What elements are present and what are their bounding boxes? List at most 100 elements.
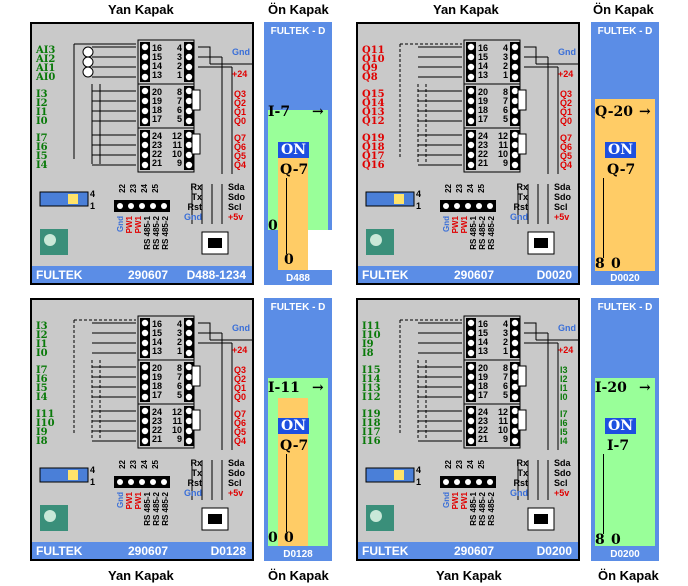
- front-bottom: 8: [595, 256, 605, 272]
- terminal-label: I3: [36, 89, 48, 100]
- terminal-screw: [511, 349, 519, 357]
- pin-number: 23: [478, 416, 489, 426]
- rj-pin-number: 25: [151, 460, 160, 469]
- mini-tab-4: 4: [416, 189, 422, 199]
- terminal-screw: [467, 87, 475, 95]
- terminal-label: Q12: [362, 116, 385, 127]
- terminal-label: I11: [362, 321, 381, 332]
- pin-number: 8: [502, 363, 508, 373]
- terminal-label: Q17: [362, 151, 385, 162]
- pin-number: 22: [152, 149, 163, 159]
- pin-number: 24: [152, 131, 163, 141]
- terminal-block: [140, 318, 150, 358]
- terminal-screw: [185, 349, 193, 357]
- terminal-label: I9: [36, 427, 48, 438]
- rj-pin-number: 23: [455, 460, 464, 469]
- serial-label: +5v: [554, 488, 570, 498]
- relay: [191, 89, 201, 111]
- terminal-label: I19: [362, 409, 381, 420]
- terminal-screw: [185, 373, 193, 381]
- rj-signal-label: RS 485-1: [143, 492, 152, 526]
- terminal-label: I8: [36, 436, 48, 447]
- terminal-label: I6: [36, 374, 48, 385]
- terminal-screw: [467, 97, 475, 105]
- pin-number: 5: [502, 114, 508, 124]
- pin-number: 17: [478, 114, 489, 124]
- terminal-screw: [511, 141, 519, 149]
- terminal-screw: [141, 319, 149, 327]
- rj-pin-number: 22: [444, 460, 453, 469]
- pin-number: 21: [152, 434, 163, 444]
- terminal-label: I6: [36, 142, 48, 153]
- pin-number: 10: [172, 425, 183, 435]
- terminal-screw: [511, 393, 519, 401]
- rj-signal-label: PW1: [134, 492, 143, 510]
- pin-number: 24: [152, 407, 163, 417]
- serial-label: Sdo: [228, 192, 245, 202]
- terminal-label: I2: [36, 98, 48, 109]
- front-zero: 0: [268, 530, 278, 546]
- terminal-label: Q10: [362, 54, 385, 65]
- serial-label: Gnd: [184, 212, 202, 222]
- pin-number: 9: [176, 158, 182, 168]
- pin-number: 23: [152, 416, 163, 426]
- terminal-screw: [185, 407, 193, 415]
- pin-number: 7: [502, 372, 508, 382]
- rj-signal-label: RS 485-2: [161, 492, 170, 526]
- terminal-label: I10: [36, 418, 55, 429]
- serial-label: Gnd: [510, 212, 528, 222]
- wiring-diagram: [39, 315, 252, 531]
- terminal-screw: [185, 141, 193, 149]
- pin-number: 4: [176, 43, 182, 53]
- pin-number: 4: [176, 319, 182, 329]
- front-range-line: [603, 454, 604, 534]
- terminal-block-right: [184, 362, 194, 402]
- brand-label: FULTEK: [36, 544, 83, 558]
- terminal-screw: [511, 319, 519, 327]
- terminal-screw: [185, 43, 193, 51]
- pin-number: 9: [502, 158, 508, 168]
- pin-number: 20: [152, 87, 163, 97]
- pin-number: 9: [502, 434, 508, 444]
- model-label: D0128: [210, 544, 246, 558]
- pin-number: 12: [498, 407, 509, 417]
- terminal-screw: [511, 437, 519, 445]
- terminal-screw: [511, 97, 519, 105]
- rj-signal-label: RS 485-2: [487, 216, 496, 250]
- terminal-screw: [150, 203, 156, 209]
- on-indicator: ON: [278, 418, 309, 434]
- mini-tab-1: 1: [90, 201, 96, 211]
- rj-pin-number: 25: [477, 184, 486, 193]
- terminal-screw: [467, 141, 475, 149]
- terminal-screw: [467, 117, 475, 125]
- serial-label: Rst: [513, 478, 528, 488]
- terminal-screw: [185, 151, 193, 159]
- terminal-block-outline: [218, 86, 228, 126]
- terminal-screw: [141, 437, 149, 445]
- terminal-screw: [511, 87, 519, 95]
- serial-label: Rst: [513, 202, 528, 212]
- rj-signal-label: PW1: [134, 216, 143, 234]
- pin-number: 8: [176, 363, 182, 373]
- terminal-label: Q4: [560, 160, 573, 170]
- pin-number: 20: [478, 363, 489, 373]
- rj-signal-label: Gnd: [116, 216, 125, 232]
- pin-number: 17: [478, 390, 489, 400]
- terminal-screw: [476, 479, 482, 485]
- pin-number: 17: [152, 114, 163, 124]
- terminal-screw: [467, 43, 475, 51]
- terminal-label: Q6: [234, 418, 247, 428]
- relay: [191, 133, 201, 155]
- rj-pin-number: 25: [151, 184, 160, 193]
- terminal-screw: [511, 117, 519, 125]
- front-output-zone: [278, 147, 308, 270]
- serial-label: Scl: [228, 202, 242, 212]
- terminal-label: I4: [36, 392, 48, 403]
- terminal-block-outline: [544, 130, 554, 170]
